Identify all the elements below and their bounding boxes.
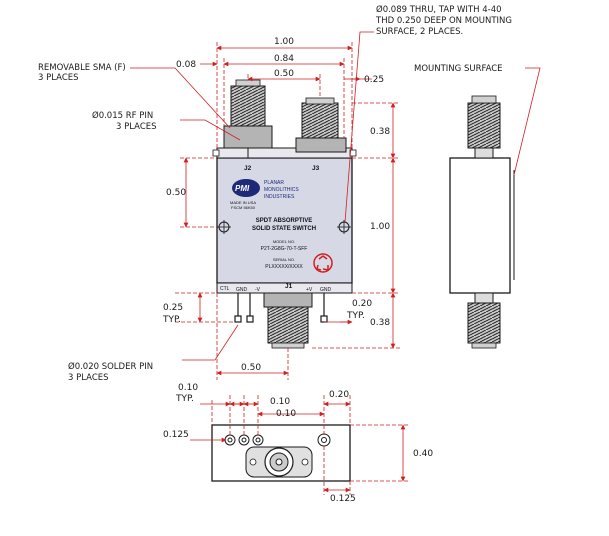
note-thru-1: Ø0.089 THRU, TAP WITH 4-40 [376, 4, 502, 15]
side-body [449, 157, 511, 294]
dim-008: 0.08 [176, 60, 196, 70]
label-j2: J2 [244, 165, 252, 172]
model-value: P2T-2G8G-70-T-SFF [261, 246, 308, 252]
note-mounting-surface: MOUNTING SURFACE [414, 64, 503, 74]
dim-050-top: 0.50 [274, 69, 294, 79]
dim-bv-010-c: 0.10 [276, 409, 296, 419]
sma-connector-j2 [223, 79, 273, 158]
bottom-sma-flange [245, 446, 313, 478]
note-solder-2: 3 PLACES [68, 373, 109, 383]
pin-label-gnd1: GND [236, 287, 248, 293]
dim-bv-0125-bottom: 0.125 [330, 494, 356, 504]
dim-bv-020: 0.20 [329, 390, 349, 400]
dim-bv-0125-left: 0.125 [163, 430, 189, 440]
notes: Ø0.089 THRU, TAP WITH 4-40 THD 0.250 DEE… [38, 4, 512, 383]
product-name-2: SOLID STATE SWITCH [252, 226, 316, 232]
dim-bv-010-b: 0.10 [270, 397, 290, 407]
dim-050-bottom: 0.50 [241, 363, 261, 373]
serial-value: PLXXXXX/XXXX [265, 264, 303, 270]
note-rf-2: 3 PLACES [116, 122, 157, 132]
pin-label-gnd2: GND [320, 287, 332, 293]
mounting-hole-right [337, 220, 351, 234]
pin-label-neg-v: -V [255, 287, 261, 293]
dimension-lines [130, 31, 541, 495]
label-j1: J1 [285, 283, 293, 290]
company-name-3: INDUSTRIES [264, 194, 295, 200]
note-thru-2: THD 0.250 DEEP ON MOUNTING [375, 16, 512, 26]
svg-text:PMI: PMI [235, 184, 250, 193]
pin-label-ctl: CTL [220, 286, 230, 292]
note-sma-2: 3 PLACES [38, 73, 79, 83]
note-rf-1: Ø0.015 RF PIN [92, 110, 153, 121]
pin-label-pos-v: +V [306, 287, 313, 293]
dim-050-left: 0.50 [166, 188, 186, 198]
company-name-2: MONOLITHICS [264, 187, 299, 193]
side-view [449, 95, 515, 349]
dim-038-bottom: 0.38 [370, 318, 390, 328]
dimension-text: 1.00 0.84 0.50 0.08 0.25 0.38 1.00 0.50 … [162, 37, 433, 504]
dim-020-typ: TYP. [346, 311, 365, 321]
dim-084: 0.84 [274, 54, 294, 64]
switch-body [216, 157, 353, 284]
solder-pins [234, 293, 328, 323]
dim-038-top: 0.38 [370, 127, 390, 137]
dim-025-typ: TYP. [162, 315, 181, 325]
fscm-code: FSCM 56K50 [231, 205, 256, 210]
made-in-usa: MADE IN USA [230, 200, 256, 205]
note-sma-1: REMOVABLE SMA (F) [38, 63, 126, 73]
dim-025-pin: 0.25 [163, 303, 183, 313]
front-view: J2 J3 J1 PMI PLANAR MONOLITHICS INDUSTRI… [212, 79, 357, 349]
dim-100-height: 1.00 [370, 222, 390, 232]
recycle-icon [313, 253, 333, 273]
bottom-view [211, 424, 351, 482]
mounting-hole-left [217, 220, 231, 234]
company-name-1: PLANAR [264, 180, 284, 186]
dim-bv-040: 0.40 [413, 449, 433, 459]
dim-020-pin: 0.20 [352, 299, 372, 309]
note-solder-1: Ø0.020 SOLDER PIN [68, 361, 153, 372]
product-name-1: SPDT ABSORPTIVE [256, 218, 312, 224]
sma-connector-j1 [263, 292, 313, 349]
dim-bv-010-a: 0.10 [178, 383, 198, 393]
dim-025-right: 0.25 [364, 75, 384, 85]
pmi-logo: PMI [232, 179, 260, 197]
serial-label: SERIAL NO. [273, 257, 295, 262]
sma-connector-j3 [295, 97, 347, 153]
label-j3: J3 [312, 165, 320, 172]
dim-bv-010-typ: TYP. [175, 394, 194, 404]
note-thru-3: SURFACE, 2 PLACES. [376, 27, 463, 37]
dim-overall-width: 1.00 [274, 37, 294, 47]
model-label: MODEL NO. [273, 239, 295, 244]
